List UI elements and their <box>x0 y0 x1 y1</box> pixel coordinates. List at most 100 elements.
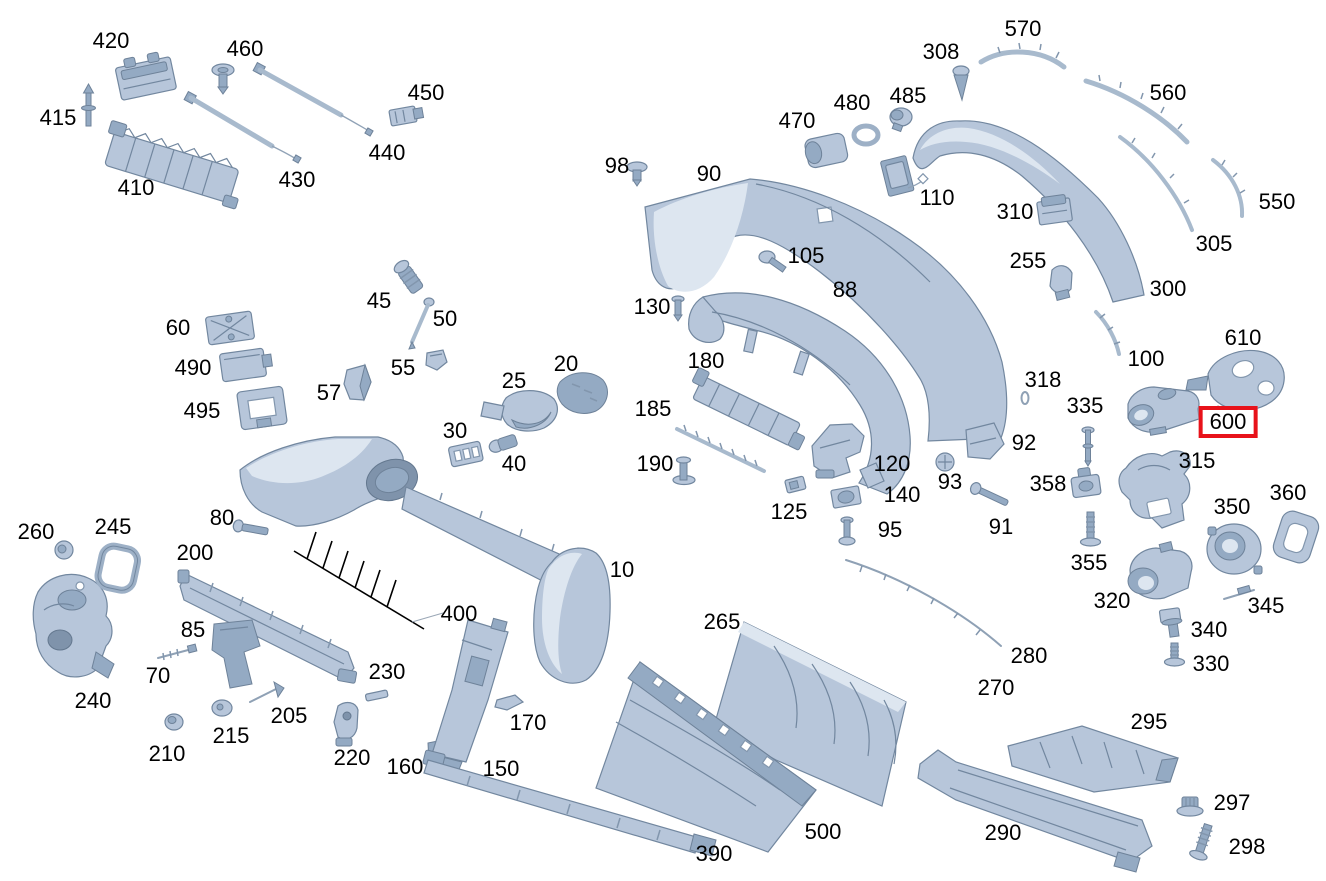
part-label-50: 50 <box>432 306 458 331</box>
part-label-60: 60 <box>165 315 191 340</box>
part-label-440: 440 <box>368 140 406 165</box>
part-280-strip <box>845 559 1002 647</box>
part-308-clip <box>952 65 970 102</box>
part-495-frame <box>236 385 288 431</box>
part-label-185: 185 <box>634 396 672 421</box>
part-298-screw <box>1189 822 1213 861</box>
part-460-sensor-clip <box>211 63 235 95</box>
part-95-rivet <box>838 516 856 546</box>
part-label-57: 57 <box>316 380 342 405</box>
part-210-grommet <box>164 713 184 731</box>
part-220-bracket <box>333 701 359 747</box>
part-70-screw <box>157 643 198 661</box>
part-label-560: 560 <box>1149 80 1187 105</box>
part-560-trim-strip <box>1083 74 1190 145</box>
part-label-55: 55 <box>390 355 416 380</box>
part-label-230: 230 <box>368 659 406 684</box>
part-345-pin <box>1223 584 1255 600</box>
part-300-lower-trim <box>912 120 1145 303</box>
part-265-diffuser <box>713 621 907 807</box>
part-255-bracket <box>1049 265 1073 301</box>
part-430-strip <box>183 90 302 164</box>
part-485-sensor-housing <box>889 107 913 133</box>
part-label-420: 420 <box>92 28 130 53</box>
part-label-270: 270 <box>977 675 1015 700</box>
part-245-seal-ring <box>94 542 142 594</box>
part-label-220: 220 <box>333 745 371 770</box>
part-295-panel <box>1007 725 1179 793</box>
part-260-grommet <box>54 540 74 560</box>
part-label-460: 460 <box>226 36 264 61</box>
part-230-strip <box>364 689 389 702</box>
part-label-390: 390 <box>695 841 733 866</box>
part-label-485: 485 <box>889 83 927 108</box>
part-label-91: 91 <box>988 514 1014 539</box>
part-label-100: 100 <box>1127 346 1165 371</box>
part-label-215: 215 <box>212 723 250 748</box>
part-label-295: 295 <box>1130 709 1168 734</box>
part-550-trim-strip <box>1211 158 1246 218</box>
part-label-490: 490 <box>174 355 212 380</box>
part-125-clip <box>784 475 807 494</box>
part-label-130: 130 <box>633 294 671 319</box>
part-label-430: 430 <box>278 167 316 192</box>
part-label-160: 160 <box>386 754 424 779</box>
part-label-297: 297 <box>1213 790 1251 815</box>
part-label-400: 400 <box>440 601 478 626</box>
part-label-90: 90 <box>696 161 722 186</box>
part-label-355: 355 <box>1070 550 1108 575</box>
part-45-screw <box>393 259 424 294</box>
part-label-240: 240 <box>74 688 112 713</box>
part-label-298: 298 <box>1228 834 1266 859</box>
part-600-tailpipe <box>1127 386 1200 436</box>
part-label-265: 265 <box>703 609 741 634</box>
part-92-bracket <box>965 422 1005 460</box>
part-label-260: 260 <box>17 519 55 544</box>
part-label-300: 300 <box>1149 276 1187 301</box>
part-label-95: 95 <box>877 517 903 542</box>
part-label-335: 335 <box>1066 393 1104 418</box>
part-57-block <box>343 363 372 402</box>
part-415-rivet <box>81 82 96 127</box>
part-label-290: 290 <box>984 820 1022 845</box>
part-10-bumper-corner-section <box>239 436 611 684</box>
part-label-340: 340 <box>1190 617 1228 642</box>
part-318-ring <box>1020 391 1030 405</box>
part-170-clip <box>494 694 525 711</box>
part-label-320: 320 <box>1093 588 1131 613</box>
part-label-318: 318 <box>1024 367 1062 392</box>
part-360-ring <box>1272 510 1320 564</box>
part-20-flap <box>556 372 608 414</box>
part-label-92: 92 <box>1011 430 1037 455</box>
part-190-rivet <box>672 456 696 486</box>
part-label-550: 550 <box>1258 189 1296 214</box>
part-label-280: 280 <box>1010 643 1048 668</box>
part-label-245: 245 <box>94 514 132 539</box>
part-390-strip <box>422 749 717 857</box>
part-50-pin <box>408 297 435 350</box>
part-570-trim-strip <box>978 42 1067 70</box>
part-label-88: 88 <box>832 277 858 302</box>
part-label-105: 105 <box>787 243 825 268</box>
part-label-308: 308 <box>922 39 960 64</box>
part-350-flange <box>1206 523 1263 575</box>
part-85-plate <box>211 619 261 689</box>
part-30-connector <box>448 440 484 468</box>
part-label-30: 30 <box>442 418 468 443</box>
part-490-module <box>219 347 273 383</box>
part-label-80: 80 <box>209 505 235 530</box>
part-label-305: 305 <box>1195 231 1233 256</box>
part-91-bolt <box>969 482 1009 506</box>
part-25-scoop <box>480 390 558 432</box>
part-label-495: 495 <box>183 398 221 423</box>
part-40-plug <box>488 434 518 453</box>
part-400-hatch-mark <box>293 531 444 630</box>
part-label-25: 25 <box>501 368 527 393</box>
part-290-lower-panel <box>917 749 1153 873</box>
part-450-connector <box>388 105 425 127</box>
part-88-inner-carrier <box>688 292 911 495</box>
part-label-205: 205 <box>270 703 308 728</box>
part-label-110: 110 <box>919 185 955 210</box>
part-label-20: 20 <box>553 351 579 376</box>
